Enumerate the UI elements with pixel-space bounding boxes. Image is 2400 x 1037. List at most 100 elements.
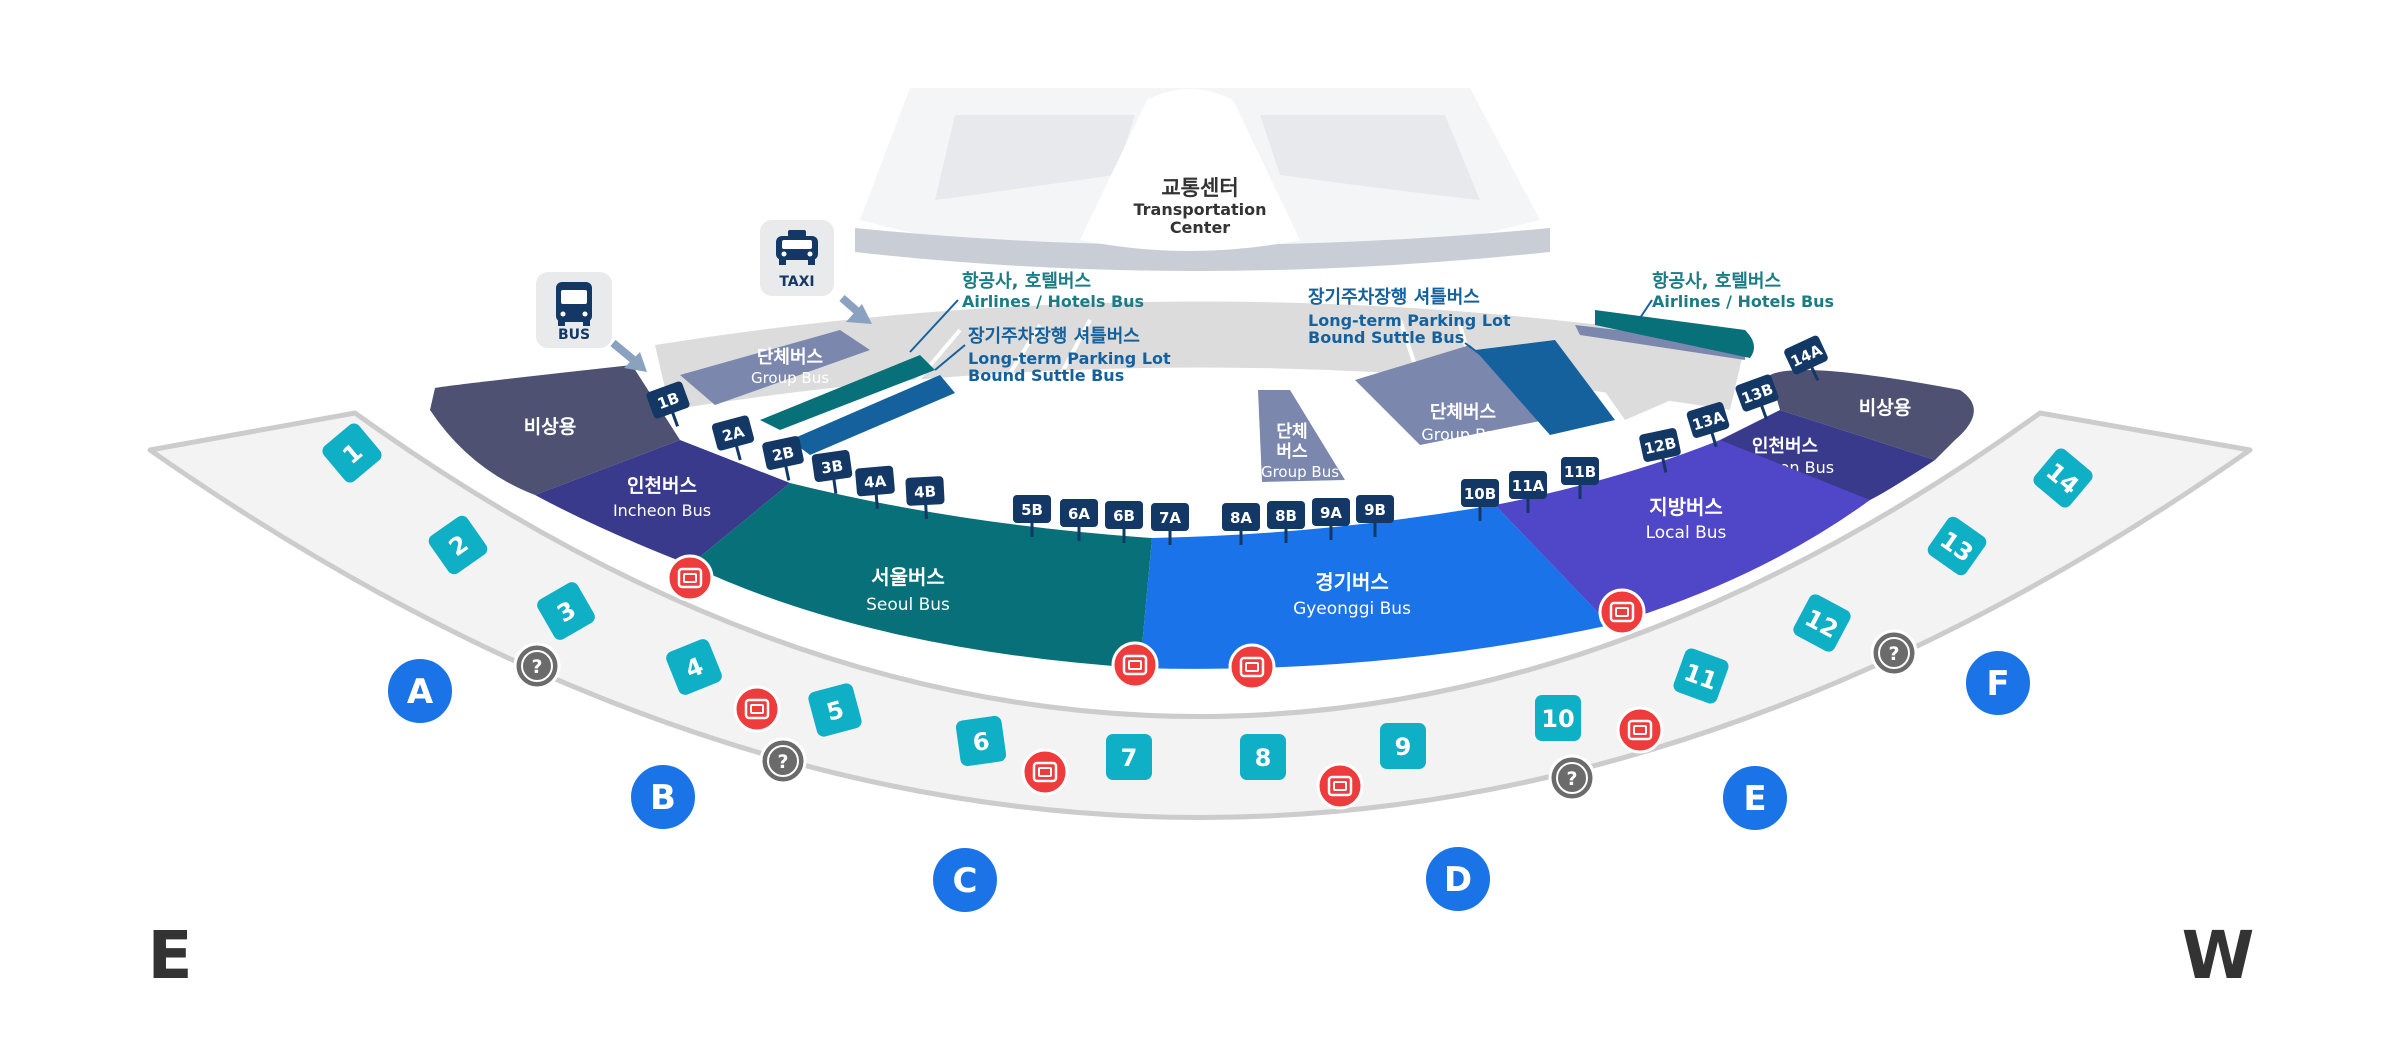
bus-stop-badge[interactable]: 2A	[711, 415, 759, 465]
callout-airlines-right-en: Airlines / Hotels Bus	[1652, 292, 1834, 311]
bus-stop-badge[interactable]: 6B	[1105, 501, 1143, 543]
callout-airlines-left: 항공사, 호텔버스 Airlines / Hotels Bus	[909, 271, 1144, 353]
ticket-icon[interactable]	[1111, 641, 1159, 689]
zone-emergency-right[interactable]: 비상용	[1770, 370, 1974, 460]
callout-airlines-left-ko: 항공사, 호텔버스	[962, 271, 1091, 292]
bus-stop-badge[interactable]: 13B	[1734, 373, 1784, 425]
zone-gyeonggi-bus[interactable]: 경기버스 Gyeonggi Bus	[1140, 505, 1610, 669]
entrance-number: 5	[808, 683, 862, 737]
ticket-icon[interactable]	[1228, 643, 1276, 691]
bus-lanes-area	[655, 301, 1745, 410]
bus-stop-label: 10B	[1464, 485, 1496, 503]
bus-stop-badge[interactable]: 11B	[1561, 457, 1599, 499]
bus-stop-badge[interactable]: 5B	[1013, 495, 1051, 537]
info-icon-label: ?	[777, 751, 788, 773]
zone-seoul-bus-en: Seoul Bus	[866, 595, 950, 615]
entrance-number: 14	[2033, 448, 2093, 508]
info-icon[interactable]: ?	[513, 642, 561, 690]
transportation-center-subtitle-2: Center	[1170, 218, 1230, 237]
bus-stop-label: 9A	[1320, 504, 1342, 522]
zone-group-bus-center-en: Group Bus	[1261, 463, 1339, 481]
callout-airlines-right: 항공사, 호텔버스 Airlines / Hotels Bus	[1639, 271, 1834, 319]
callout-parking-left-en: Long-term Parking Lot	[968, 349, 1171, 368]
zone-group-bus-left[interactable]: 단체버스 Group Bus	[680, 330, 955, 455]
callout-parking-left-ko: 장기주차장행 셔틀버스	[968, 326, 1140, 347]
zone-group-bus-right-en: Group Bus	[1421, 425, 1504, 444]
entrance-number: 1	[322, 423, 382, 483]
callout-parking-right: 장기주차장행 셔틀버스 Long-term Parking Lot Bound …	[1308, 287, 1511, 359]
bus-stop-badge[interactable]: 11A	[1509, 471, 1547, 513]
zone-emergency-left[interactable]: 비상용	[430, 365, 680, 495]
info-icon[interactable]: ?	[1548, 754, 1596, 802]
bus-stop-badge[interactable]: 14A	[1783, 334, 1835, 388]
bus-stop-label: 6A	[1068, 505, 1090, 523]
zone-incheon-left[interactable]: 인천버스 Incheon Bus	[535, 440, 790, 565]
info-icon-label: ?	[1888, 643, 1899, 665]
bus-stop-badge[interactable]: 9B	[1356, 495, 1394, 537]
ticket-icon[interactable]	[666, 554, 714, 602]
bus-stop-badge[interactable]: 3B	[811, 449, 854, 496]
bus-stop-label: 6B	[1113, 507, 1135, 525]
entrance-number-label: 8	[1255, 744, 1272, 772]
zone-group-bus-center-ko-2: 버스	[1276, 442, 1308, 462]
zone-group-bus-center[interactable]: 단체 버스 Group Bus	[1258, 390, 1345, 482]
zone-group-bus-center-ko: 단체	[1276, 422, 1307, 442]
zone-incheon-left-en: Incheon Bus	[613, 501, 711, 520]
bus-stop-badge[interactable]: 12B	[1639, 427, 1685, 476]
transportation-center[interactable]: 교통센터 Transportation Center	[855, 88, 1550, 271]
info-desks: ????	[513, 629, 1918, 802]
bus-stop-badge[interactable]: 6A	[1060, 499, 1098, 541]
bus-stop-label: 8B	[1275, 507, 1297, 525]
ticket-icon[interactable]	[1021, 748, 1069, 796]
gate-marker[interactable]: F	[1962, 647, 2034, 719]
entrance-number: 3	[537, 582, 595, 640]
direction-west: W	[2182, 917, 2255, 994]
bus-stop-label: 5B	[1021, 501, 1043, 519]
gate-marker[interactable]: A	[384, 655, 456, 727]
zone-group-bus-right[interactable]: 단체버스 Group Bus	[1355, 310, 1754, 445]
zone-gyeonggi-bus-en: Gyeonggi Bus	[1293, 599, 1411, 619]
zone-emergency-right-label: 비상용	[1859, 397, 1911, 419]
ticket-icon[interactable]	[733, 685, 781, 733]
bus-stop-badge[interactable]: 8A	[1222, 503, 1260, 545]
zone-seoul-bus[interactable]: 서울버스 Seoul Bus	[690, 483, 1152, 668]
zone-group-bus-left-en: Group Bus	[751, 369, 829, 387]
bus-stop-label: 11A	[1512, 477, 1545, 495]
bus-stop-badge[interactable]: 4A	[855, 465, 897, 510]
bus-stop-badge[interactable]: 2B	[762, 435, 808, 484]
ticket-icon[interactable]	[1598, 588, 1646, 636]
entrance-number: 12	[1793, 594, 1851, 652]
ticket-icon[interactable]	[1316, 762, 1364, 810]
entrance-number: 11	[1673, 648, 1729, 704]
bus-stop-badge[interactable]: 4B	[905, 476, 945, 520]
legend-taxi-arrow	[839, 294, 872, 324]
legend-bus[interactable]: BUS	[536, 272, 612, 348]
bus-stop-badge[interactable]: 13A	[1686, 401, 1735, 452]
zone-local-bus[interactable]: 지방버스 Local Bus	[1495, 440, 1870, 625]
entrance-number: 2	[428, 515, 488, 575]
transportation-center-title: 교통센터	[1161, 176, 1238, 200]
entrance-number: 6	[955, 715, 1007, 767]
bus-stop-badge[interactable]: 1B	[645, 380, 695, 432]
bus-stop-badge[interactable]: 9A	[1312, 498, 1350, 540]
zone-incheon-left-ko: 인천버스	[627, 475, 697, 497]
entrance-number-label: 5	[824, 695, 847, 726]
zone-seoul-bus-ko: 서울버스	[871, 565, 945, 589]
gate-marker[interactable]: D	[1422, 843, 1494, 915]
gate-marker[interactable]: C	[929, 844, 1001, 916]
entrance-number-label: 10	[1541, 705, 1574, 733]
info-icon[interactable]: ?	[1870, 629, 1918, 677]
info-icon[interactable]: ?	[759, 737, 807, 785]
legend-taxi-label: TAXI	[779, 274, 814, 290]
bus-stop-badge[interactable]: 10B	[1461, 479, 1499, 521]
bus-stop-badge[interactable]: 7A	[1151, 503, 1189, 545]
bus-stop-badge[interactable]: 8B	[1267, 501, 1305, 543]
gate-marker[interactable]: E	[1719, 762, 1791, 834]
ticket-icon[interactable]	[1616, 706, 1664, 754]
gate-marker[interactable]: B	[627, 761, 699, 833]
entrance-number: 8	[1240, 734, 1286, 780]
legend-taxi[interactable]: TAXI	[760, 220, 834, 296]
